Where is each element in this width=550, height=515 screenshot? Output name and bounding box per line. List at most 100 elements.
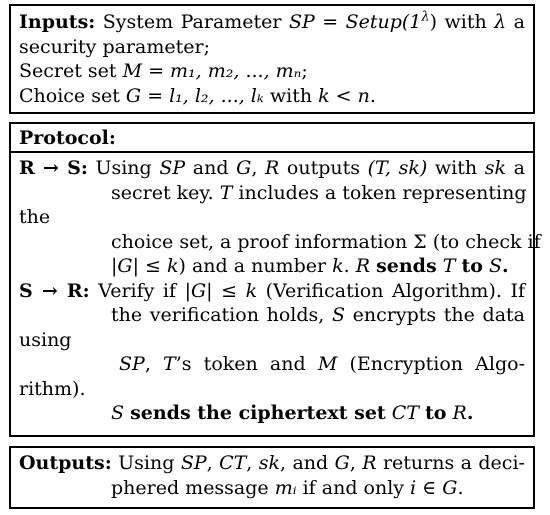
inputs-line-3: Secret set M = m₁, m₂, ..., mₙ; (19, 59, 525, 84)
outputs-math: CT (219, 452, 247, 474)
step1-text: includes a token representing (232, 181, 527, 204)
step1-math: R (355, 255, 371, 277)
step1-line-4: choice set, a proof information Σ (to ch… (111, 230, 541, 253)
step2-math: R (452, 402, 467, 424)
outputs-text: returns a deci- (376, 452, 525, 474)
outputs-math: mᵢ (274, 476, 297, 499)
step2-text: , (144, 353, 164, 375)
outputs-text: Using (111, 452, 181, 474)
step1-math: k (332, 255, 344, 277)
outputs-text: , (206, 452, 220, 474)
step2-bold: to (425, 402, 447, 424)
step1-text: secret key. (111, 181, 220, 204)
inputs-text: ) with (429, 11, 495, 33)
inputs-line-1: Inputs: System Parameter SP = Setup(1λ) … (19, 10, 525, 35)
step2-line-3: using (19, 328, 72, 351)
step1-text: and (185, 157, 237, 179)
outputs-math: R (362, 452, 377, 474)
step1-math: R (264, 157, 280, 179)
step2-text: (Encryption Algo- (337, 353, 525, 375)
lambda-symbol: λ (494, 11, 507, 33)
step1-text: a (506, 157, 525, 179)
outputs-math: SP (180, 452, 207, 474)
outputs-math: sk (258, 452, 281, 474)
outputs-text: if and only (296, 476, 411, 499)
step1-label: R → S: (19, 157, 88, 179)
step1-math: SP (159, 157, 186, 179)
step1-bold: . (501, 255, 509, 277)
outputs-label: Outputs: (19, 452, 112, 474)
outputs-line-2: phered message mᵢ if and only i ∈ G. (19, 476, 525, 501)
protocol-step-r-to-s: R → S: Using SP and G, R outputs (T, sk)… (11, 153, 541, 279)
step2-text: ’s token and (175, 353, 318, 375)
lambda-superscript: λ (421, 9, 430, 25)
k-less-n-expression: k < n (318, 84, 370, 107)
step2-bold: sends the ciphertext set (130, 402, 386, 424)
step1-line-1: R → S: Using SP and G, R outputs (T, sk)… (19, 156, 525, 181)
step1-text: outputs (279, 157, 368, 179)
step2-line-5: rithm). (19, 377, 86, 400)
outputs-math: G (334, 452, 350, 474)
setup-expression: SP = Setup(1 (288, 11, 422, 33)
step1-text: . (343, 255, 356, 277)
outputs-box: Outputs: Using SP, CT, sk, and G, R retu… (9, 446, 535, 509)
step2-math: |G| ≤ k (184, 279, 258, 302)
step2-label: S → R: (19, 279, 90, 302)
inputs-text: System Parameter (95, 11, 289, 33)
step2-bold: . (466, 402, 474, 424)
step2-math: S (331, 304, 345, 326)
step1-math: G (236, 157, 252, 179)
step2-math: S (111, 402, 125, 424)
step1-text: with (427, 157, 485, 179)
step1-math: T (219, 181, 233, 204)
step1-bold: to (461, 255, 483, 277)
step2-math: T (163, 353, 176, 375)
outputs-text: , (246, 452, 259, 474)
secret-set-expression: M = m₁, m₂, ..., mₙ (122, 60, 302, 82)
step1-line-5: |G| ≤ k) and a number k. R sends T to S. (19, 254, 525, 279)
step1-math: S (488, 255, 502, 277)
outputs-text: . (457, 476, 464, 499)
step1-line-3: the (19, 206, 51, 228)
step1-math: T (442, 255, 456, 277)
step1-text: , (251, 157, 265, 179)
inputs-box: Inputs: System Parameter SP = Setup(1λ) … (9, 4, 535, 114)
step2-line-6: S sends the ciphertext set CT to R. (19, 401, 525, 426)
step2-line-4: SP, T’s token and M (Encryption Algo- (19, 352, 525, 377)
protocol-label: Protocol: (19, 127, 116, 149)
inputs-text: Choice set (19, 84, 126, 107)
inputs-line-4: Choice set G = l₁, l₂, ..., lₖ with k < … (19, 84, 525, 109)
outputs-line-1: Outputs: Using SP, CT, sk, and G, R retu… (19, 451, 525, 476)
protocol-header: Protocol: (11, 124, 533, 153)
step2-math: CT (391, 402, 419, 424)
step2-text: (Verification Algorithm). If (257, 279, 525, 302)
outputs-math: i ∈ G (410, 476, 458, 499)
step2-math: SP (119, 353, 145, 375)
outputs-text: , (349, 452, 363, 474)
step1-text: ) and a number (178, 255, 333, 277)
step2-math: M (317, 353, 338, 375)
inputs-text: with (263, 84, 319, 107)
step1-line-2: secret key. T includes a token represent… (19, 181, 527, 206)
choice-set-expression: G = l₁, l₂, ..., lₖ (125, 84, 264, 107)
step2-line-1: S → R: Verify if |G| ≤ k (Verification A… (19, 279, 525, 304)
step2-text: the verification holds, (111, 304, 332, 326)
step1-math: sk (484, 157, 507, 179)
step2-text: encrypts the data (344, 304, 525, 326)
protocol-step-s-to-r: S → R: Verify if |G| ≤ k (Verification A… (11, 279, 533, 426)
protocol-box: Protocol: R → S: Using SP and G, R outpu… (9, 122, 541, 437)
outputs-text: , and (280, 452, 335, 474)
step2-text: Verify if (89, 279, 185, 302)
inputs-label: Inputs: (19, 11, 96, 33)
inputs-text: . (369, 84, 376, 107)
step2-line-2: the verification holds, S encrypts the d… (19, 303, 525, 328)
inputs-text: ; (301, 60, 308, 82)
step1-text: Using (87, 157, 160, 179)
inputs-text: Secret set (19, 60, 123, 82)
outputs-text: phered message (111, 476, 275, 499)
step1-math: (T, sk) (367, 157, 428, 179)
step1-math: |G| ≤ k (111, 255, 179, 277)
step1-bold: sends (376, 255, 437, 277)
inputs-text: a (506, 11, 525, 33)
inputs-line-2: security parameter; (19, 35, 210, 58)
